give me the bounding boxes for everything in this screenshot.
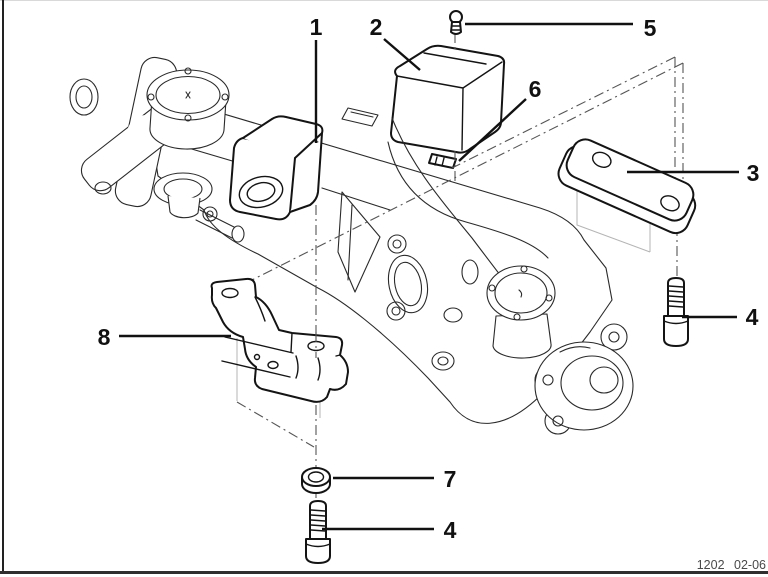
callout-5-label: 5 xyxy=(644,15,657,41)
callout-3-label: 3 xyxy=(747,160,760,186)
assembly-centerlines xyxy=(236,33,684,503)
page-frame-bottom xyxy=(0,571,768,574)
callout-2-label: 2 xyxy=(370,14,383,40)
callout-4-right-label: 4 xyxy=(746,304,759,330)
bolt-bottom xyxy=(305,500,331,564)
washer xyxy=(301,467,331,494)
callout-6-label: 6 xyxy=(529,76,542,102)
right-hub-assembly xyxy=(486,265,634,435)
centerline-frame-diagonal-1 xyxy=(451,56,676,169)
callout-6-leader xyxy=(458,98,527,162)
callout-leaders xyxy=(119,22,739,531)
figure-reference: 1202 02-06 xyxy=(697,558,766,572)
page-frame-top xyxy=(0,0,768,1)
bolt-right xyxy=(663,277,689,347)
pin-bolt xyxy=(449,10,463,35)
rubber-mount-block-1 xyxy=(229,115,324,221)
callout-numbers: 1 2 5 6 3 4 8 7 4 xyxy=(98,14,760,543)
callout-7-label: 7 xyxy=(444,466,457,492)
callout-8-label: 8 xyxy=(98,324,111,350)
clamp-plate xyxy=(557,138,697,235)
left-steering-knuckle xyxy=(69,56,245,243)
callout-1-label: 1 xyxy=(310,14,323,40)
support-bracket xyxy=(210,277,349,403)
shim-tab xyxy=(428,153,457,169)
page-frame-left xyxy=(2,0,4,574)
centerline-frame-diagonal-2 xyxy=(239,62,684,287)
callout-4-bottom-label: 4 xyxy=(444,517,457,543)
centerline-bracket-diagonal xyxy=(236,401,315,448)
callout-2-leader xyxy=(383,38,421,71)
